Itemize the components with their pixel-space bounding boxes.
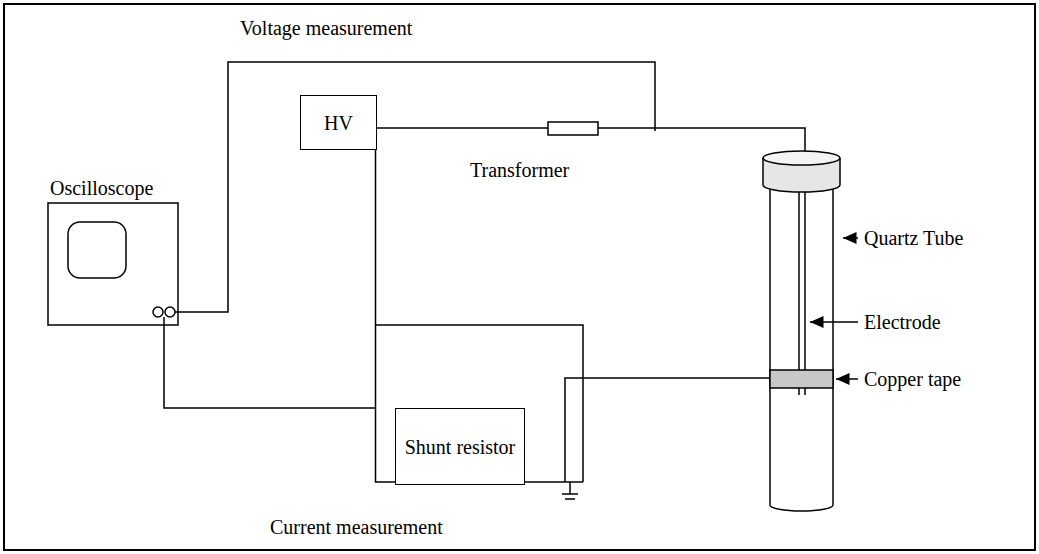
- box-text: HV: [324, 111, 353, 135]
- part-label: Electrode: [864, 310, 941, 334]
- oscilloscope-screen: [68, 222, 126, 278]
- ground-symbol: [569, 482, 571, 494]
- pointer-arrow: [810, 321, 858, 323]
- part-label: Copper tape: [864, 367, 961, 391]
- power-supply-box: HV: [300, 95, 377, 150]
- tape-wire: [565, 378, 770, 482]
- quartz-tube-wall: [769, 185, 771, 505]
- voltage-wire: [175, 62, 655, 312]
- box-text: Shunt resistor: [405, 435, 516, 459]
- part-label: Quartz Tube: [864, 226, 963, 250]
- electrode-rod: [804, 192, 806, 395]
- component-label: Transformer: [470, 158, 569, 182]
- pointer-arrow: [836, 378, 858, 380]
- shunt-resistor-box: Shunt resistor: [395, 408, 525, 485]
- oscilloscope-body: [48, 203, 178, 325]
- electrode-rod: [798, 192, 800, 395]
- quartz-tube-cap: [763, 151, 840, 165]
- ground-symbol: [565, 498, 575, 500]
- pointer-arrow: [843, 237, 858, 239]
- measurement-label: Current measurement: [270, 515, 443, 539]
- oscilloscope-terminal: [165, 307, 175, 317]
- frame-border: [4, 4, 1035, 550]
- measurement-label: Voltage measurement: [240, 16, 412, 40]
- quartz-tube-wall: [832, 185, 834, 505]
- wire-connector: [376, 150, 396, 482]
- oscilloscope-terminal: [153, 307, 163, 317]
- copper-tape-band: [770, 370, 833, 388]
- instrument-label: Oscilloscope: [50, 176, 153, 200]
- transformer-symbol: [548, 122, 598, 135]
- quartz-tube-bottom: [770, 505, 833, 511]
- shunt-right-wire: [525, 481, 583, 483]
- tube-feed-wire: [598, 128, 805, 152]
- ground-symbol: [562, 493, 578, 495]
- current-probe-wire: [164, 317, 376, 408]
- hv-wire: [377, 127, 548, 129]
